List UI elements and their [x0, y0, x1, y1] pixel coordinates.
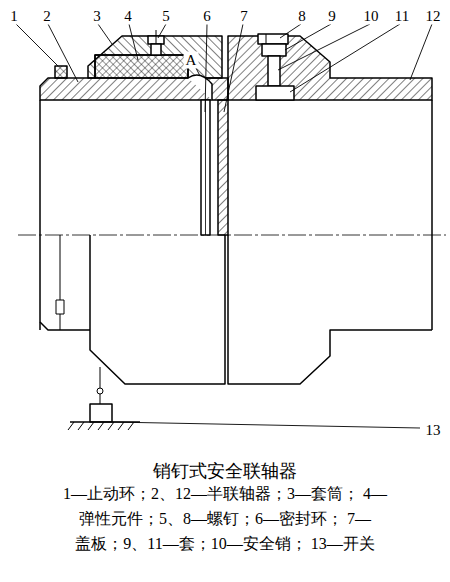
- sealing-ring: [201, 100, 210, 235]
- callout-number: 3: [91, 8, 103, 25]
- figure-title: 销钉式安全联轴器: [0, 459, 450, 483]
- callout-number: 5: [160, 8, 172, 25]
- half-coupling-2-lower: [40, 322, 90, 330]
- detail-a: [188, 75, 212, 100]
- callout-number: 10: [362, 8, 381, 25]
- leader-lines: [16, 24, 432, 428]
- ground-hatch: [128, 422, 134, 430]
- safety-pin: [268, 56, 280, 86]
- ground-hatch: [98, 422, 104, 430]
- ground-hatch: [78, 422, 84, 430]
- callout-number: 11: [393, 8, 411, 25]
- ground-hatch: [68, 422, 74, 430]
- callout-number: 8: [296, 8, 308, 25]
- callout-number: 7: [238, 8, 250, 25]
- elastic-element: [95, 55, 188, 78]
- stop-ring: [55, 66, 67, 78]
- callout-number: 4: [122, 8, 134, 25]
- sleeve-11: [256, 86, 294, 100]
- callout-number: 6: [201, 8, 213, 25]
- callout-number: 12: [424, 8, 443, 25]
- parts-caption: 1—止动环；2、12—半联轴器；3—套筒； 4—弹性元件；5、8—螺钉；6—密封…: [60, 481, 390, 556]
- callout-number: 9: [326, 8, 338, 25]
- sleeve: [88, 36, 222, 78]
- callout-number: A: [184, 52, 199, 69]
- ground-hatch: [118, 422, 124, 430]
- sleeve-9: [262, 44, 286, 56]
- callout-number: 2: [41, 8, 53, 25]
- half-coupling-12: [228, 36, 432, 100]
- half-coupling-12-lower: [228, 235, 432, 384]
- sleeve-lower: [90, 235, 225, 384]
- ground-hatch: [108, 422, 114, 430]
- switch: [90, 404, 112, 422]
- screw-5-shank: [151, 44, 161, 55]
- ground-hatch: [88, 422, 94, 430]
- callout-number: 1: [8, 8, 20, 25]
- center-line: [18, 235, 446, 236]
- switch-contact: [97, 388, 103, 394]
- callout-number: 13: [424, 422, 443, 439]
- cover-plate: [218, 100, 228, 235]
